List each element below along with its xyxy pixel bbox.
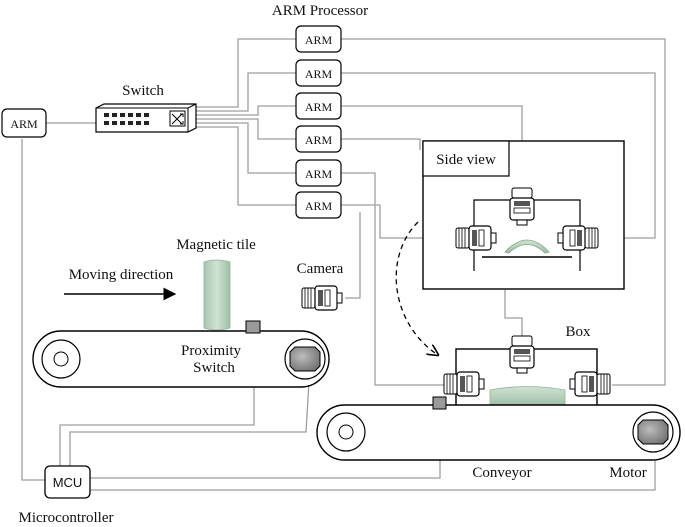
box-left-camera xyxy=(443,371,485,397)
arm-processor-3-label: ARM xyxy=(305,100,333,114)
switch-arrows-icon xyxy=(169,110,186,127)
switch-label: Switch xyxy=(122,83,164,99)
camera-label: Camera xyxy=(297,261,344,277)
mcu-unit: MCU xyxy=(44,465,91,499)
arm-processor-4: ARM xyxy=(295,125,342,153)
network-wires xyxy=(21,38,666,491)
moving-direction-label: Moving direction xyxy=(69,267,174,283)
camera-icon xyxy=(301,285,343,311)
network-switch xyxy=(95,103,197,133)
side-view-label: Side view xyxy=(436,152,496,168)
arm-processor-label: ARM Processor xyxy=(272,3,368,19)
arm-processor-4-label: ARM xyxy=(305,133,333,147)
arm-processor-stack: ARM ARM ARM ARM ARM ARM xyxy=(295,25,342,219)
arm-processor-5-label: ARM xyxy=(305,167,333,181)
mcu-label: MCU xyxy=(53,475,83,490)
left-motor-icon xyxy=(289,346,321,372)
box-label: Box xyxy=(565,324,591,340)
right-motor-icon xyxy=(637,419,669,445)
right-conveyor xyxy=(316,404,681,461)
arm-left: ARM xyxy=(1,108,47,138)
arm-processor-6: ARM xyxy=(295,191,342,219)
box-right-camera xyxy=(569,371,611,397)
arm-processor-2: ARM xyxy=(295,59,342,87)
proximity-label-line2: Switch xyxy=(193,360,235,376)
arm-processor-2-label: ARM xyxy=(305,67,333,81)
magnetic-tile-label: Magnetic tile xyxy=(176,237,256,253)
microcontroller-label: Microcontroller xyxy=(19,510,114,526)
left-conveyor xyxy=(32,330,330,388)
magnetic-tile xyxy=(203,259,231,331)
switch-ports xyxy=(104,113,149,125)
arm-processor-1: ARM xyxy=(295,25,342,53)
box-proximity-sensor xyxy=(432,396,447,410)
proximity-switch-sensor xyxy=(245,320,261,334)
arm-processor-5: ARM xyxy=(295,159,342,187)
conveyor-label: Conveyor xyxy=(472,465,531,481)
side-view-left-camera xyxy=(455,225,497,251)
proximity-label-line1: Proximity xyxy=(181,343,242,359)
side-view-top-camera xyxy=(509,187,535,226)
box-top-camera xyxy=(509,335,535,374)
arm-left-label: ARM xyxy=(10,117,38,131)
view-arrow xyxy=(395,221,438,355)
arm-processor-3: ARM xyxy=(295,92,342,120)
motor-label: Motor xyxy=(609,465,647,481)
box-tile xyxy=(489,386,566,407)
side-view-panel: Side view xyxy=(422,140,625,290)
arm-processor-6-label: ARM xyxy=(305,199,333,213)
arm-processor-1-label: ARM xyxy=(305,33,333,47)
side-view-right-camera xyxy=(557,225,599,251)
